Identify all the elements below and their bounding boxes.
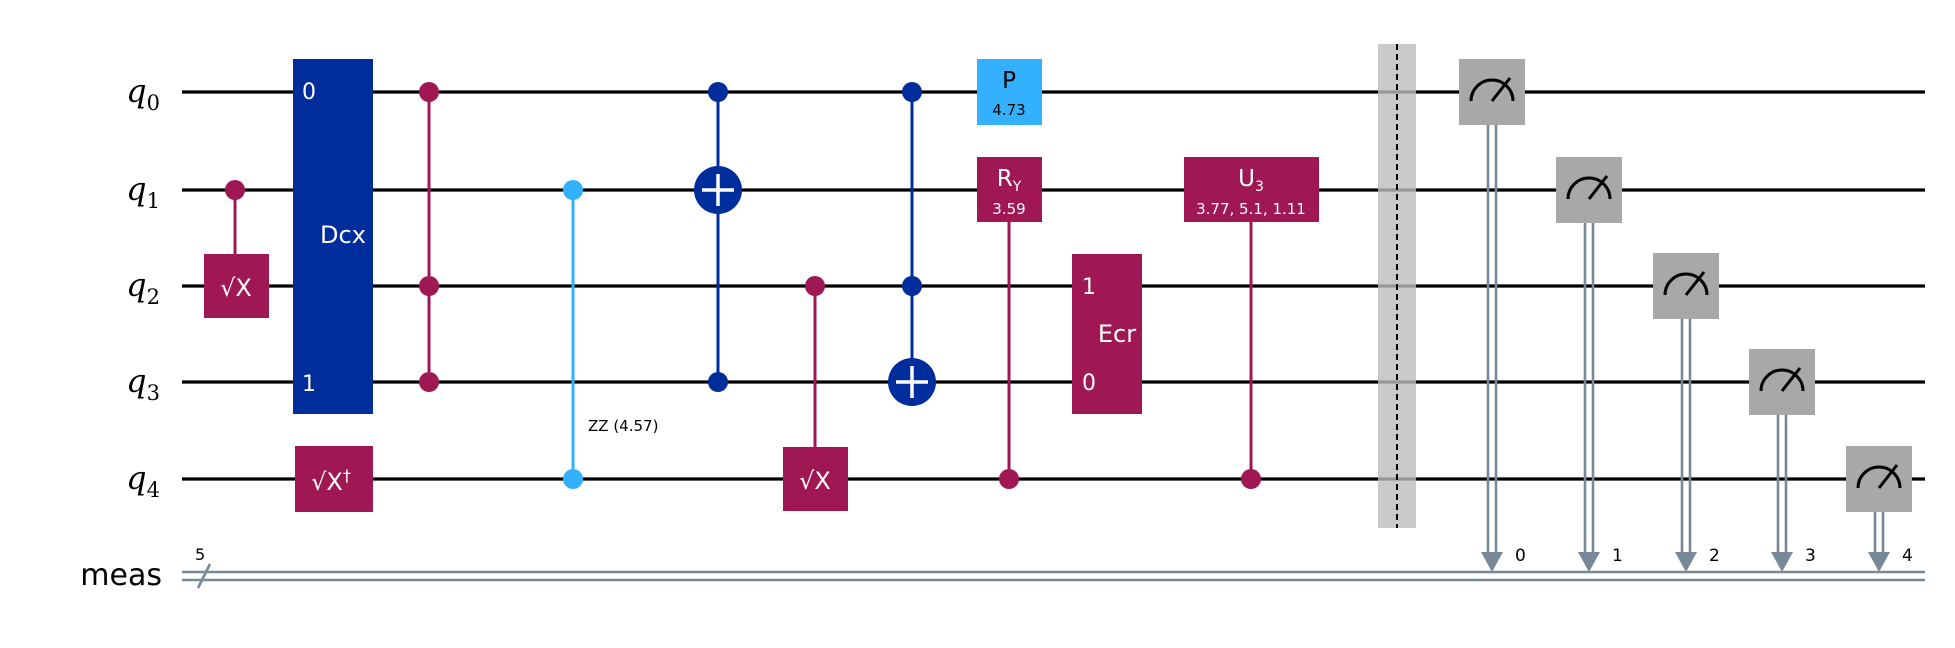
ecr-gate-label: Ecr [1098,320,1136,348]
controlled-sx-gate-q1-q2[interactable]: √X [204,180,269,318]
ry-gate-param: 3.59 [992,200,1025,218]
dcx-gate[interactable]: 0 Dcx 1 [293,59,373,414]
measure-arrow [1675,552,1697,572]
rzz-dot-q1 [563,180,583,200]
controlled-u3-gate[interactable]: U3 3.77, 5.1, 1.11 [1184,157,1319,489]
meter-icon-needle [1587,175,1609,200]
measure-box [1846,446,1912,512]
ccz-dot-q2 [419,276,439,296]
ccz-dot-q0 [419,82,439,102]
csx-gate-box [783,447,848,511]
measurements: 0 1 2 3 4 [1459,59,1913,572]
classical-bit-label: 4 [1902,546,1913,566]
ccz-dot-q3 [419,372,439,392]
p-gate-param: 4.73 [992,101,1025,119]
measure-box [1749,349,1815,415]
barrier [1378,44,1416,528]
control-dot [225,180,245,200]
classical-bit-label: 3 [1805,546,1816,566]
meter-icon-needle [1877,464,1899,489]
ry-gate-box [977,157,1042,222]
meter-icon-arc [1566,176,1612,200]
rzz-dot-q4 [563,469,583,489]
p-gate-box [977,59,1042,125]
measure-gate-q2[interactable]: 2 [1653,253,1720,572]
control-dot [805,276,825,296]
qubit-wires [182,90,1925,481]
measure-gate-q3[interactable]: 3 [1749,349,1816,572]
classical-register-wire: 5 [182,545,1925,589]
ccx-control-dot-q2 [902,276,922,296]
controlled-ry-gate[interactable]: RY 3.59 [977,157,1042,489]
p-gate-label: P [1002,68,1016,94]
phase-gate-q0[interactable]: P 4.73 [977,59,1042,125]
ecr-top-port-label: 1 [1082,275,1096,300]
register-size-slash [196,563,212,589]
meter-icon-needle [1684,271,1706,296]
rzz-gate-label: ZZ (4.57) [588,417,658,435]
ccx-gate-target-q3[interactable] [888,82,936,406]
ecr-gate-box [1072,254,1142,414]
meter-icon-arc [1759,368,1805,392]
sx-gate-label: √X [220,274,252,302]
classical-register-label: meas [80,558,162,593]
cx-gate-target-q1[interactable] [694,82,742,392]
cx-control-dot-q0 [708,82,728,102]
sx-gate-box [204,254,269,318]
classical-bit-label: 2 [1709,546,1720,566]
ry-gate-label: RY [997,166,1022,195]
dcx-gate-label: Dcx [320,221,366,249]
csx-gate-label: √X [799,467,831,495]
register-size-label: 5 [195,545,205,564]
measure-gate-q0[interactable]: 0 [1459,59,1526,572]
measure-arrow [1481,552,1503,572]
measure-box [1459,59,1525,125]
cu3-control-dot [1241,469,1261,489]
ccx-control-dot-q0 [902,82,922,102]
ecr-gate[interactable]: 1 Ecr 0 [1072,254,1142,414]
qubit-label-q0: q0 [126,72,160,115]
multi-controlled-z-gate[interactable] [419,82,439,392]
dcx-top-port-label: 0 [302,80,316,105]
qubit-label-q2: q2 [126,266,160,309]
sxdg-gate-q4[interactable]: √X† [295,446,373,512]
classical-bit-label: 0 [1515,546,1526,566]
meter-icon-arc [1856,465,1902,489]
meter-icon-arc [1663,272,1709,296]
measure-gate-q4[interactable]: 4 [1846,446,1913,572]
measure-box [1556,157,1622,223]
measure-box [1653,253,1719,319]
sxdg-gate-label: √X† [311,466,351,496]
measure-arrow [1868,552,1890,572]
classical-bit-label: 1 [1612,546,1623,566]
meter-icon-needle [1490,77,1512,102]
sxdg-gate-box [295,446,373,512]
rzz-gate-q1-q4[interactable]: ZZ (4.57) [563,180,658,489]
u3-gate-label: U3 [1238,166,1264,195]
meter-icon-needle [1780,367,1802,392]
qubit-label-q1: q1 [126,170,160,213]
ecr-bottom-port-label: 0 [1082,371,1096,396]
qubit-label-q4: q4 [126,459,160,502]
measure-gate-q1[interactable]: 1 [1556,157,1623,572]
wire-labels: q0 q1 q2 q3 q4 meas [80,72,162,593]
cry-control-dot [999,469,1019,489]
meter-icon-arc [1469,78,1515,102]
qubit-label-q3: q3 [126,362,160,405]
measure-arrow [1771,552,1793,572]
dcx-bottom-port-label: 1 [302,372,316,397]
cx-control-dot-q3 [708,372,728,392]
measure-arrow [1578,552,1600,572]
dcx-gate-box [293,59,373,414]
u3-gate-box [1184,157,1319,222]
controlled-sx-gate-q2-q4[interactable]: √X [783,276,848,511]
u3-gate-param: 3.77, 5.1, 1.11 [1196,200,1306,218]
